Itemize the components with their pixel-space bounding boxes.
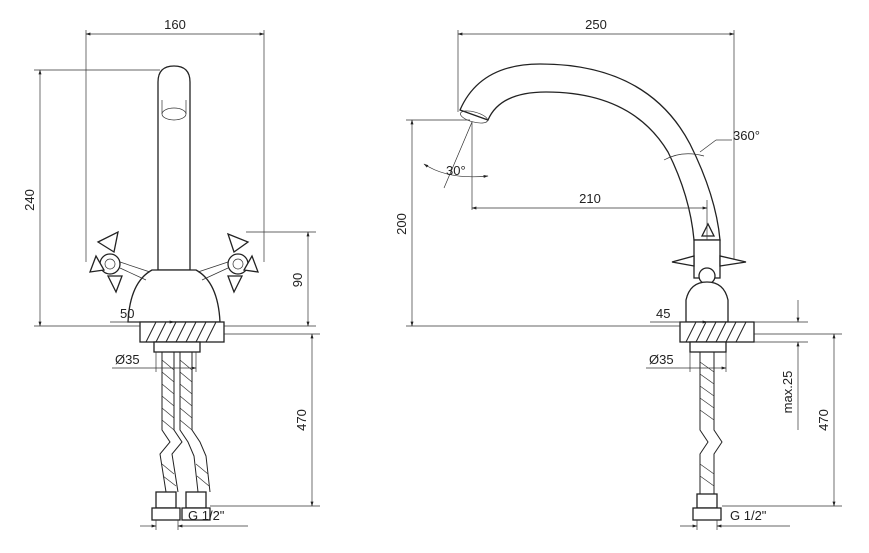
dim-right-thread: G 1/2": [730, 508, 767, 523]
side-base-dome: [685, 281, 729, 323]
side-view: 250 360° 200 30° 210 45 Ø35 max.25: [394, 17, 842, 530]
dim-right-max-thickness: max.25: [780, 371, 795, 414]
front-hoses: [151, 352, 211, 521]
dim-right-hose-length: 470: [816, 409, 831, 431]
front-right-handle-cross: [226, 232, 259, 294]
side-handle-cross: [671, 222, 747, 267]
dim-left-diameter: Ø35: [115, 352, 140, 367]
dim-left-height: 240: [22, 189, 37, 211]
dim-left-width: 160: [164, 17, 186, 32]
dim-right-rotation: 360°: [733, 128, 760, 143]
dim-left-base-height: 90: [290, 273, 305, 287]
dim-right-tilt: 30°: [446, 163, 466, 178]
dim-right-height: 200: [394, 213, 409, 235]
dim-left-offset: 50: [120, 306, 134, 321]
front-left-handle-cross: [89, 230, 123, 294]
dim-right-width: 250: [585, 17, 607, 32]
front-left-handle-hub: [99, 253, 121, 275]
dim-right-offset: 45: [656, 306, 670, 321]
dim-right-diameter: Ø35: [649, 352, 674, 367]
dim-right-reach: 210: [579, 191, 601, 206]
front-right-handle-hub: [227, 253, 249, 275]
side-hose: [692, 352, 723, 521]
front-spout-tube: [157, 65, 191, 271]
dim-left-hose-length: 470: [294, 409, 309, 431]
side-spout: [459, 63, 721, 241]
front-view: 160 240 90 50 Ø35 470 G 1/2": [22, 17, 320, 530]
dim-left-thread: G 1/2": [188, 508, 225, 523]
front-faucet-body: [127, 269, 221, 323]
